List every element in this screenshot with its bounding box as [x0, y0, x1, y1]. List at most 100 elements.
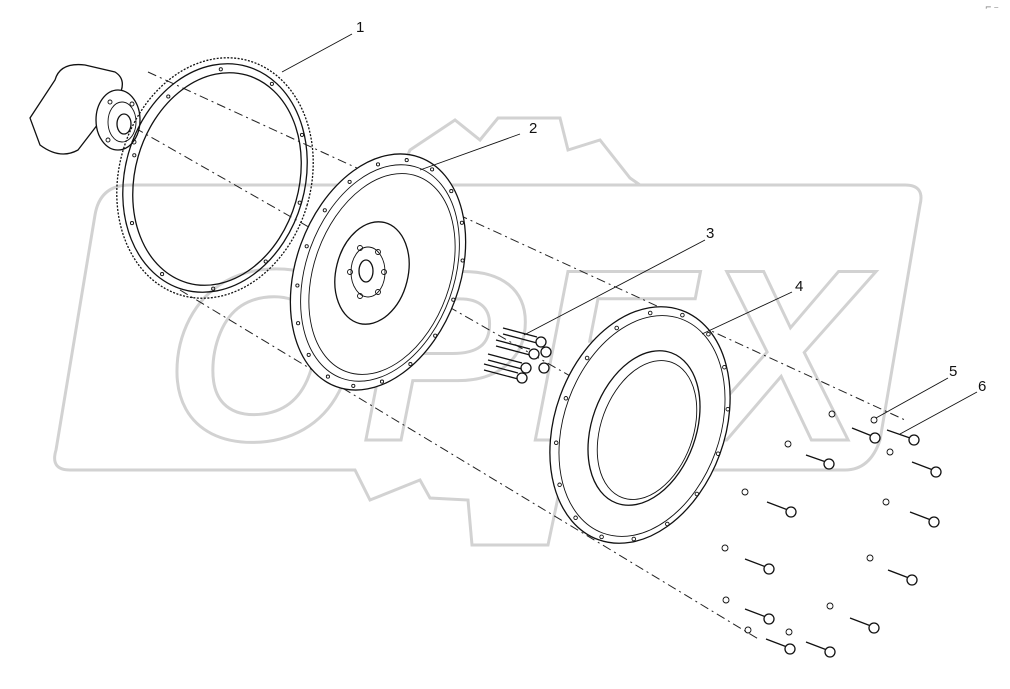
- flywheel-rim-hole: [304, 244, 309, 249]
- adapter-plate-hole: [599, 534, 604, 540]
- adapter-plate-hole: [553, 440, 559, 446]
- flywheel-rim-hole: [379, 379, 385, 384]
- adapter-plate-hole: [557, 482, 562, 488]
- adapter-plate-hole: [694, 491, 700, 497]
- flywheel-bolt-hole: [347, 269, 353, 275]
- callout-5: 5: [949, 363, 957, 380]
- flywheel-rim-hole: [404, 158, 409, 163]
- watermark-gear-top: [393, 116, 641, 187]
- adapter-plate-bore-inner: [596, 360, 698, 500]
- screw-pair: [886, 448, 942, 478]
- adapter-plate-rim: [558, 315, 726, 537]
- flywheel: [289, 153, 467, 391]
- ring-gear-hole: [166, 94, 171, 99]
- ring-gear-outer: [116, 57, 314, 299]
- ring-gear-hole: [160, 272, 165, 277]
- adapter-plate-hole: [665, 521, 670, 527]
- flywheel-rim-inner: [308, 173, 456, 375]
- adapter-plate-hole: [573, 515, 578, 521]
- flywheel-rim-hole: [351, 383, 356, 388]
- leader-line-1: [281, 33, 353, 73]
- flywheel-rim-hole: [375, 162, 381, 167]
- adapter-plate-hole: [647, 310, 653, 316]
- adapter-plate-hole: [722, 364, 727, 370]
- flywheel-center-bore: [358, 259, 374, 283]
- adapter-plate-hole: [706, 331, 711, 337]
- flywheel-bolt: [495, 339, 540, 360]
- flywheel-bolt-hole: [381, 269, 387, 275]
- screw-pair: [882, 498, 940, 528]
- corner-mark: ⌐ ⎯: [985, 3, 998, 12]
- flywheel-rim-hole: [459, 220, 464, 225]
- crankshaft-bolt-hole: [107, 99, 113, 105]
- flywheel-rim-hole: [322, 208, 327, 213]
- screw-pair: [722, 596, 775, 625]
- screw-pair: [826, 602, 880, 634]
- ring-gear-hole: [263, 259, 268, 264]
- flywheel-rim-hole: [296, 321, 301, 326]
- leader-line-4: [701, 291, 793, 335]
- callout-2: 2: [529, 120, 537, 137]
- crankshaft-web: [29, 63, 123, 155]
- flywheel-bolt-set: [483, 327, 552, 384]
- adapter-plate-hole: [631, 536, 637, 542]
- adapter-plate-hole: [614, 325, 619, 331]
- flywheel-rim-hole: [433, 333, 438, 338]
- screw-pair: [870, 416, 920, 446]
- crankshaft-hub: [116, 113, 132, 135]
- flywheel-bolt-head: [538, 362, 550, 374]
- flywheel-bolt-hole: [357, 245, 363, 251]
- flywheel-bolt-hole: [375, 249, 381, 255]
- flywheel-rim-hole: [347, 179, 352, 184]
- ring-gear-hole: [218, 67, 223, 72]
- ring-gear-hole: [297, 200, 302, 205]
- ring-gear-hole: [269, 81, 274, 86]
- flywheel-rim-hole: [449, 189, 454, 194]
- flywheel-hub-plate: [334, 221, 410, 325]
- adapter-plate-hole: [563, 396, 569, 401]
- flywheel-rim-hole: [306, 352, 311, 357]
- flywheel-bolt: [483, 363, 528, 384]
- watermark-text: OPEX: [165, 218, 876, 492]
- screw-pair: [721, 544, 775, 575]
- alignment-line-bottom: [179, 289, 761, 641]
- crankshaft-flange-inner: [107, 101, 137, 143]
- callout-1: 1: [356, 19, 364, 36]
- ring-gear-inner: [132, 72, 302, 286]
- flywheel-bolt: [487, 353, 532, 374]
- adapter-plate-bore: [587, 350, 701, 506]
- screw-pair: [785, 628, 836, 658]
- washers-and-screws: [721, 410, 942, 658]
- leader-line-2: [419, 133, 521, 171]
- watermark-gear-outline: [53, 183, 923, 547]
- alignment-line-top: [147, 71, 906, 421]
- adapter-plate-hole: [584, 355, 590, 361]
- screw-pair: [744, 626, 796, 655]
- adapter-plate-hole: [680, 312, 685, 318]
- ring-gear-hole: [129, 221, 135, 226]
- crankshaft-bolt-hole: [105, 137, 111, 143]
- flywheel-bolt-hole: [357, 293, 363, 299]
- callouts: 1 2 3 4 5 6: [356, 19, 986, 395]
- adapter-plate: [549, 306, 731, 544]
- adapter-plate-hole: [715, 451, 721, 456]
- screw-pair: [741, 488, 797, 518]
- screw-pair: [784, 440, 835, 470]
- callout-4: 4: [795, 278, 803, 295]
- flywheel-rim-hole: [460, 258, 465, 263]
- flywheel-bolt: [502, 327, 547, 348]
- ring-gear-hole: [211, 286, 216, 291]
- leader-lines: [281, 33, 978, 435]
- leader-line-6: [899, 391, 978, 435]
- leader-line-3: [523, 239, 706, 336]
- screw-pair: [866, 554, 918, 586]
- crankshaft-bolt-hole: [129, 101, 135, 107]
- flywheel-rim-hole: [451, 297, 456, 302]
- ring-gear-hole: [132, 153, 137, 158]
- flywheel-bolt-hole: [375, 289, 381, 295]
- flywheel-rim-hole: [295, 283, 300, 288]
- flywheel-rim-hole: [408, 362, 413, 367]
- ring-gear-hole: [299, 132, 305, 137]
- screw-pair: [828, 410, 881, 444]
